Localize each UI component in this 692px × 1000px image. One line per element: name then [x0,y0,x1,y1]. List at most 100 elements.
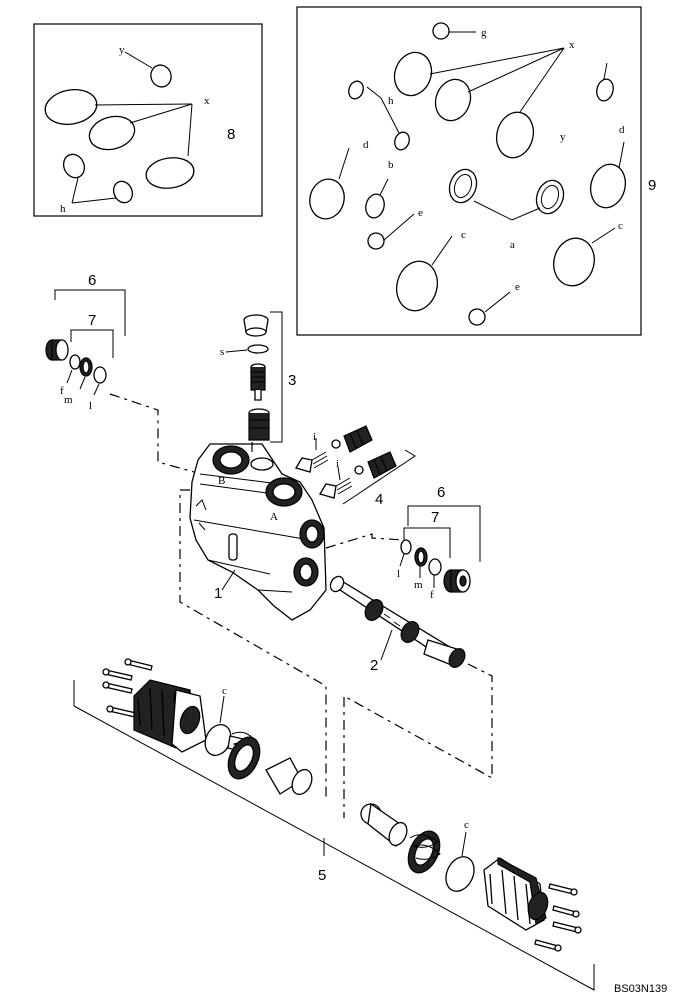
seal-g [432,22,450,40]
kit9-letter-h: h [388,95,394,107]
dashed-leader-spool [325,533,405,549]
letter-i-upper: i [313,431,316,443]
kit9-letter-e-upper: e [418,207,423,219]
bracket-7-left [70,329,114,358]
spring-cap-assembly-right: c [360,802,582,952]
seal-h-b [394,131,410,151]
check-valve-assembly-4: i i 4 [295,425,416,508]
o-ring-s [247,344,269,354]
letter-i-lower: i [336,458,339,470]
spool-port-upper [299,519,325,549]
backup-ring-m-right [414,547,428,567]
spool-port-lower [293,557,319,587]
spring-seat-left [265,757,313,796]
letter-f-left: f [60,385,64,397]
letter-c-cap-left: c [222,685,227,697]
o-ring-x-b [434,78,472,122]
spool-end [423,639,466,668]
check-valve-lower [319,451,397,499]
callout-7-right: 7 [431,509,439,526]
port-mark-b: B [218,475,225,487]
bracket-7-right [403,527,451,558]
callout-9: 9 [648,177,656,194]
letter-l-right: l [397,568,400,580]
o-ring-d-left [309,178,345,220]
port-seal-group-left: f m l 6 7 [45,272,126,412]
kit9-letter-b: b [388,159,394,171]
seal-kit-9-frame [296,6,642,336]
bracket-3 [270,311,283,443]
bracket-4 [342,449,416,505]
seal-e-b [468,308,486,326]
bolt-2-left [102,668,133,681]
port-b [212,445,250,475]
seal-y [150,64,172,88]
seal-kit-8: y x h 8 [33,23,263,217]
bracket-6-right [407,505,481,562]
o-ring-c-right [553,237,595,287]
bracket-6-left [54,289,126,336]
check-valve-upper [295,425,373,473]
spring-left [227,731,261,780]
bolt-3-right [552,921,582,934]
port-mark-a: A [270,511,278,523]
callout-4: 4 [375,491,383,508]
port-seal-group-right: l m f 6 7 [397,484,481,601]
letter-m-right: m [414,579,423,591]
seal-y-9 [596,78,614,102]
callout-7-left: 7 [88,312,96,329]
callout-2: 2 [370,657,378,674]
callout-1: 1 [214,585,222,602]
bracket-5: 5 [73,680,595,991]
seal-f-left [69,354,81,370]
backup-ring-a-left [448,168,478,204]
backup-ring-m-left [79,357,93,377]
kit8-letter-y: y [119,44,125,56]
bolt-2-right [552,905,580,918]
seal-kit-9: g x h y d d b e c a c e 9 [296,6,656,336]
o-ring-c-cap-right [445,856,475,892]
o-ring-x-a [393,51,433,97]
bolt-3-left [102,681,133,694]
spring-cap-left [133,679,207,753]
drawing-code: BS03N139 [614,983,667,995]
o-ring-x1 [44,89,98,125]
bolt-1-right [548,883,578,896]
backup-ring-a-right [535,179,565,215]
seal-h1 [62,153,86,179]
o-ring-x2 [88,115,136,151]
kit9-letter-e-lower: e [515,281,520,293]
valve-body-1: A B 1 [189,443,327,621]
spring-seat-right [360,802,408,848]
o-ring-l-left [93,366,107,384]
letter-l-left: l [89,400,92,412]
kit9-letter-y: y [560,131,566,143]
letter-f-right: f [430,589,434,601]
spring-right [407,830,441,874]
relief-valve-poppet [250,363,266,401]
spool-2: 2 [329,575,466,674]
seal-h2 [112,180,134,204]
dashed-leader-left-seals [109,393,195,473]
kit9-letter-c-right: c [618,220,623,232]
letter-m-left: m [64,394,73,406]
plug-6-left [45,339,69,361]
spool-land-1 [364,599,384,621]
callout-3: 3 [288,372,296,389]
seal-h-a [348,80,364,100]
kit8-letter-h: h [60,203,66,215]
seal-f-right [400,539,412,555]
kit9-letter-c-left: c [461,229,466,241]
kit9-letter-d-left: d [363,139,369,151]
letter-s: s [220,346,224,358]
o-ring-x-c [495,111,535,159]
callout-5: 5 [318,867,326,884]
spring-cap-assembly-left: c [102,658,313,796]
kit9-letter-d-right: d [619,124,625,136]
seal-kit-8-frame [33,23,263,217]
letter-c-cap-right: c [464,819,469,831]
kit9-letter-g: g [481,27,487,39]
bolt-4-left [106,705,137,718]
dashed-leader-spring-right [343,663,493,818]
